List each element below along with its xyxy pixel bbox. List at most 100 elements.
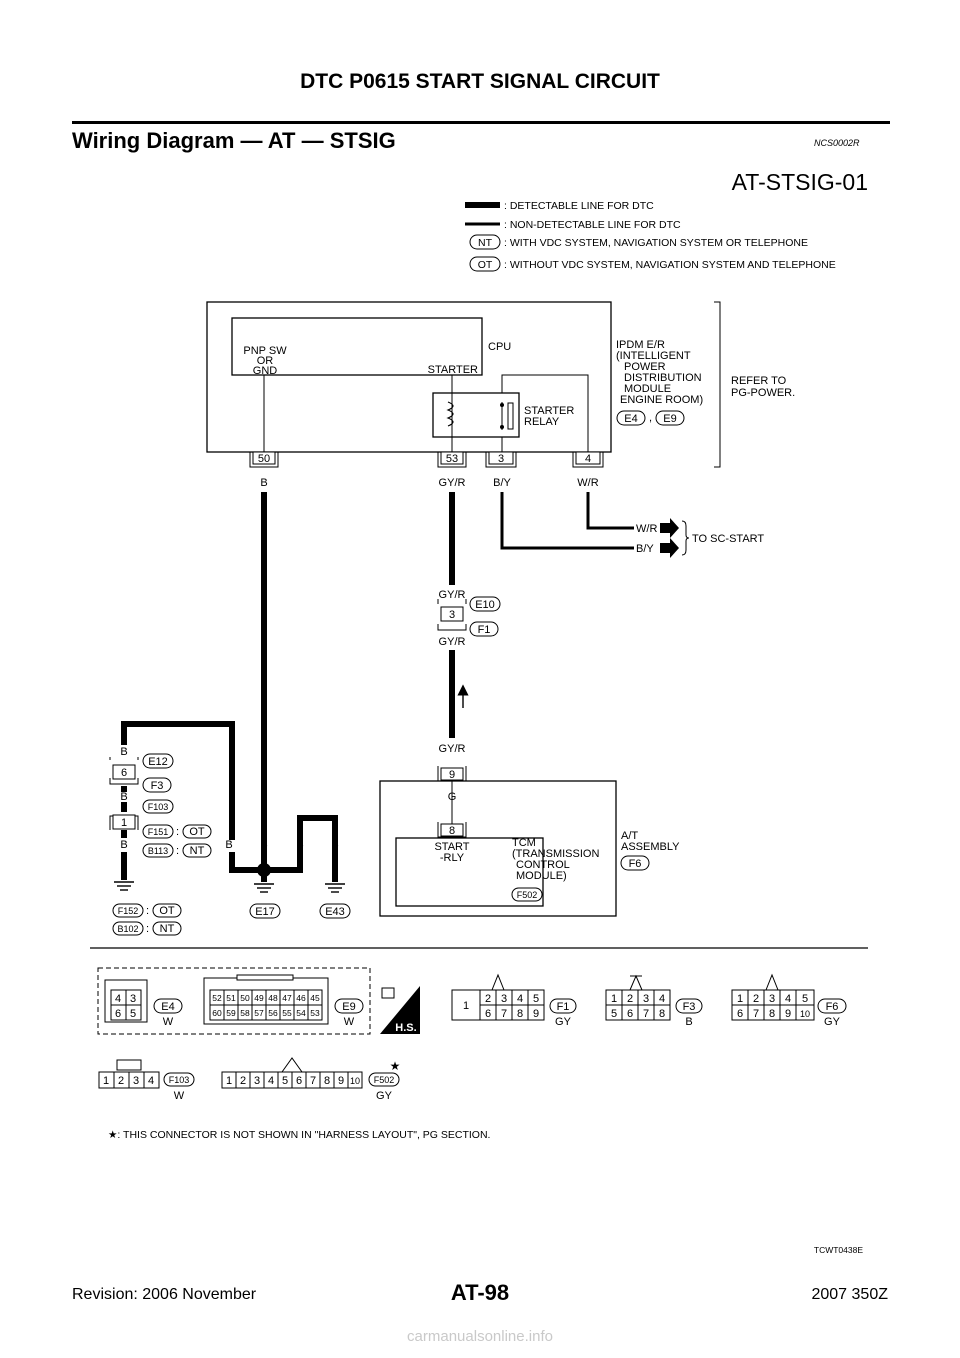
footer-revision: Revision: 2006 November <box>72 1286 257 1303</box>
legend-ot-text: : WITHOUT VDC SYSTEM, NAVIGATION SYSTEM … <box>504 259 836 271</box>
gnd-conn-e17: E17 <box>255 906 275 918</box>
e9-pin-49: 49 <box>254 993 264 1003</box>
connector-note: ★: THIS CONNECTOR IS NOT SHOWN IN "HARNE… <box>108 1129 490 1141</box>
legend-ot-tag: OT <box>478 259 493 271</box>
connector-views: 4 3 6 5 E4 W 52 51 50 49 48 47 46 45 60 … <box>97 967 847 1102</box>
pnp-or-label: OR <box>257 355 274 367</box>
header-rule <box>72 121 890 124</box>
hs-icon: H.S. <box>380 986 420 1034</box>
f1-pin-2: 2 <box>485 993 491 1005</box>
e9-pin-60: 60 <box>212 1008 222 1018</box>
wire-color-by: B/Y <box>493 477 511 489</box>
e9-pin-57: 57 <box>254 1008 264 1018</box>
gnd-conn-f152: F152 <box>118 906 139 916</box>
ipdm-er-module: PNP SW OR GND STARTER CPU STARTER RELAY … <box>206 301 795 468</box>
e9-color: W <box>344 1016 355 1028</box>
f6-pin-8: 8 <box>769 1008 775 1020</box>
f502-pin-4: 4 <box>268 1075 274 1087</box>
e4-pin-6: 6 <box>115 1008 121 1020</box>
legend-nt-tag: NT <box>478 237 493 249</box>
tcm-inner-color: G <box>448 791 457 803</box>
f502-pin-7: 7 <box>310 1075 316 1087</box>
pnp-gnd-label: GND <box>253 365 278 377</box>
ipdm-name-4: DISTRIBUTION <box>624 372 702 384</box>
e9-pin-56: 56 <box>268 1008 278 1018</box>
legend-nt-text: : WITH VDC SYSTEM, NAVIGATION SYSTEM OR … <box>504 237 808 249</box>
f6-name: F6 <box>826 1001 839 1013</box>
sc-start-label: TO SC-START <box>692 533 764 545</box>
f6-pin-9: 9 <box>785 1008 791 1020</box>
relay-label-1: STARTER <box>524 405 574 417</box>
to-sc-start: W/R B/Y TO SC-START <box>636 518 764 558</box>
f502-pin-3: 3 <box>254 1075 260 1087</box>
ipdm-conn-e9: E9 <box>663 413 676 425</box>
f3-pin-4: 4 <box>659 993 665 1005</box>
ipdm-pins: 50 53 3 4 B GY/R B/Y W/R <box>249 451 604 489</box>
gnd-conn-f3: F3 <box>151 780 164 792</box>
tcm-in-color: GY/R <box>439 743 466 755</box>
e9-pin-51: 51 <box>226 993 236 1003</box>
ipdm-conn-comma: , <box>649 412 652 424</box>
f502-pin-2: 2 <box>240 1075 246 1087</box>
pin-53: 53 <box>446 453 458 465</box>
wire-color-b: B <box>260 477 267 489</box>
gnd-colon-3: : <box>146 905 149 917</box>
tcm-assembly: GY/R 9 G 8 START -RLY TCM (TRANSMISSION … <box>379 743 680 917</box>
f103-pin-4: 4 <box>148 1075 154 1087</box>
gnd-conn-f103: F103 <box>148 802 169 812</box>
e9-name: E9 <box>342 1001 355 1013</box>
ipdm-name-2: (INTELLIGENT <box>616 350 691 362</box>
f6-color: GY <box>824 1016 841 1028</box>
gnd-colon-2: : <box>176 845 179 857</box>
sc-by-label: B/Y <box>636 543 654 555</box>
joint-conn-f1: F1 <box>478 624 491 636</box>
f103-pin-2: 2 <box>118 1075 124 1087</box>
f1-pin-4: 4 <box>517 993 523 1005</box>
f1-pin-9: 9 <box>533 1008 539 1020</box>
pin-50: 50 <box>258 453 270 465</box>
ipdm-name-1: IPDM E/R <box>616 339 665 351</box>
e9-pin-47: 47 <box>282 993 292 1003</box>
tcm-name-3: CONTROL <box>516 859 570 871</box>
diagram-id: AT-STSIG-01 <box>732 169 868 195</box>
f3-pin-8: 8 <box>659 1008 665 1020</box>
f103-pin-3: 3 <box>133 1075 139 1087</box>
ipdm-name-6: ENGINE ROOM) <box>620 394 703 406</box>
gnd-colon-1: : <box>176 826 179 838</box>
f1-pin-3: 3 <box>501 993 507 1005</box>
e9-pin-48: 48 <box>268 993 278 1003</box>
f502-name: F502 <box>374 1075 395 1085</box>
f502-pin-10: 10 <box>350 1076 360 1086</box>
e9-pin-54: 54 <box>296 1008 306 1018</box>
sc-wr-label: W/R <box>636 523 657 535</box>
f3-color: B <box>685 1016 692 1028</box>
e9-pin-46: 46 <box>296 993 306 1003</box>
f502-pin-5: 5 <box>282 1075 288 1087</box>
f6-pin-10: 10 <box>800 1009 810 1019</box>
relay-label-2: RELAY <box>524 416 560 428</box>
pin-3: 3 <box>498 453 504 465</box>
gnd-conn-b113: B113 <box>148 846 168 856</box>
f6-pin-4: 4 <box>785 993 791 1005</box>
section-title: Wiring Diagram — AT — STSIG <box>72 128 396 153</box>
gnd-conn-e43: E43 <box>325 906 345 918</box>
e9-pin-58: 58 <box>240 1008 250 1018</box>
page-header: DTC P0615 START SIGNAL CIRCUIT <box>300 70 660 93</box>
assy-label-2: ASSEMBLY <box>621 841 680 853</box>
legend-detectable: : DETECTABLE LINE FOR DTC <box>504 200 654 212</box>
gnd-ot-tag: OT <box>189 826 205 838</box>
ground-points: B B B B E17 E43 <box>225 815 351 919</box>
f1-pin-1: 1 <box>463 1000 469 1012</box>
f502-pin-6: 6 <box>296 1075 302 1087</box>
refer-to-2: PG-POWER. <box>731 387 795 399</box>
gnd-b-1: B <box>225 839 232 851</box>
f103-name: F103 <box>169 1075 190 1085</box>
joint-top-color: GY/R <box>439 589 466 601</box>
gnd-conn-e12: E12 <box>148 756 168 768</box>
f502-pin-1: 1 <box>226 1075 232 1087</box>
f6-pin-1: 1 <box>737 993 743 1005</box>
e9-pin-52: 52 <box>212 993 222 1003</box>
f502-color: GY <box>376 1090 393 1102</box>
pin-4: 4 <box>585 453 591 465</box>
